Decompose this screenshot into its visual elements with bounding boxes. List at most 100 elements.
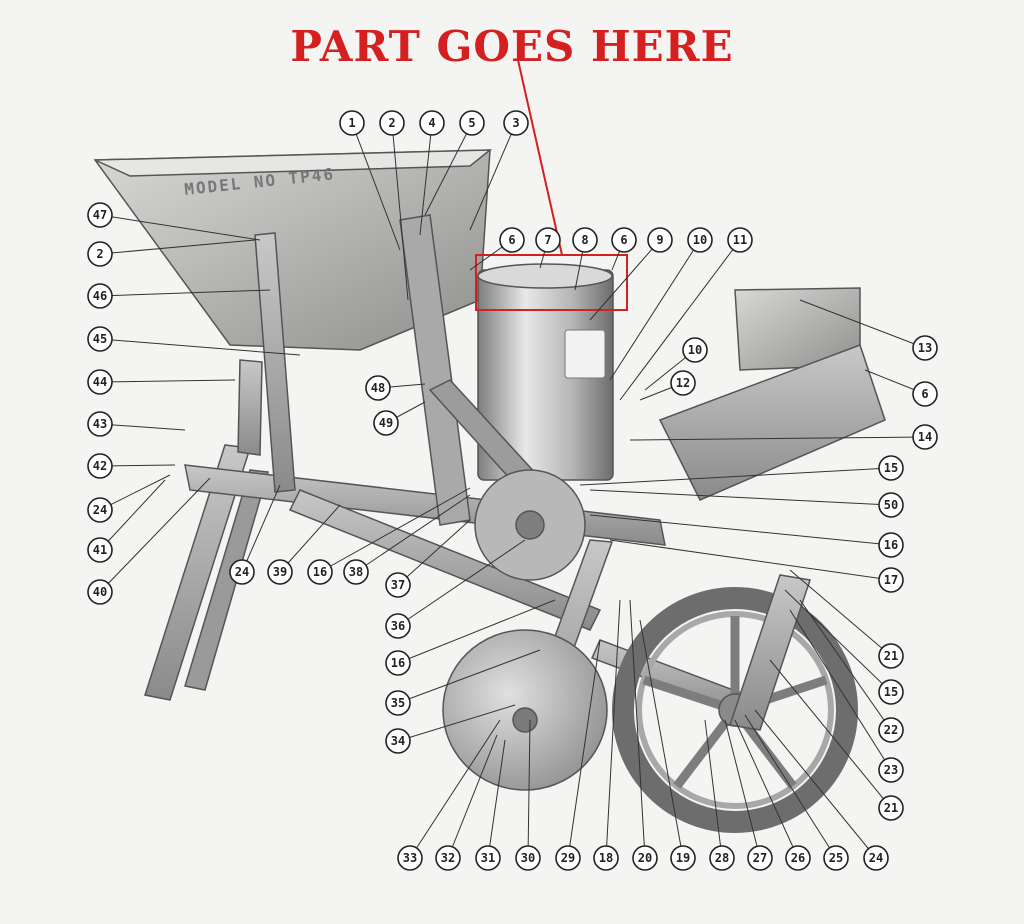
press-wheel-rim xyxy=(636,611,834,809)
leader-line xyxy=(487,739,506,859)
callout-circle xyxy=(670,845,696,871)
leader-line xyxy=(619,239,741,401)
callout-circle xyxy=(878,757,904,783)
leader-line xyxy=(397,519,471,586)
leader-line xyxy=(639,619,684,859)
leader-line xyxy=(99,479,166,551)
leader-line xyxy=(355,494,471,573)
part-callout-26: 26 xyxy=(785,845,811,871)
callout-number: 21 xyxy=(884,649,898,663)
callout-number: 16 xyxy=(313,565,327,579)
callout-number: 6 xyxy=(921,387,928,401)
callout-number: 43 xyxy=(93,417,107,431)
fertilizer-can-top xyxy=(477,263,613,289)
callout-number: 21 xyxy=(884,801,898,815)
callout-number: 26 xyxy=(791,851,805,865)
leader-line xyxy=(447,734,498,859)
callout-number: 24 xyxy=(235,565,249,579)
leader-line xyxy=(567,639,601,859)
callout-number: 40 xyxy=(93,585,107,599)
callout-number: 16 xyxy=(884,538,898,552)
seed-plate-hub xyxy=(515,510,545,540)
leader-line xyxy=(799,299,926,349)
callout-number: 15 xyxy=(884,685,898,699)
leader-line xyxy=(704,719,723,859)
part-callout-4: 4 xyxy=(419,110,445,136)
part-callout-45: 45 xyxy=(87,326,113,352)
part-callout-50: 50 xyxy=(878,492,904,518)
part-callout-33: 33 xyxy=(397,845,423,871)
part-callout-24: 24 xyxy=(87,497,113,523)
callout-circle xyxy=(878,567,904,593)
leader-line xyxy=(754,709,877,859)
part-callout-10: 10 xyxy=(687,227,713,253)
callout-circle xyxy=(682,337,708,363)
callout-circle xyxy=(593,845,619,871)
part-callout-16: 16 xyxy=(307,559,333,585)
part-callout-25: 25 xyxy=(823,845,849,871)
leader-line xyxy=(609,239,701,381)
part-pointer-line xyxy=(517,59,563,256)
leader-line xyxy=(397,539,526,627)
callout-circle xyxy=(912,335,938,361)
leader-line xyxy=(397,649,541,704)
part-callout-3: 3 xyxy=(503,110,529,136)
callout-number: 25 xyxy=(829,851,843,865)
callout-number: 10 xyxy=(693,233,707,247)
callout-number: 44 xyxy=(93,375,107,389)
callout-number: 2 xyxy=(96,247,103,261)
leader-line xyxy=(99,338,301,356)
leader-line xyxy=(279,504,341,573)
callout-number: 29 xyxy=(561,851,575,865)
callout-number: 2 xyxy=(388,116,395,130)
callout-number: 50 xyxy=(884,498,898,512)
leader-line xyxy=(579,467,892,486)
leader-line xyxy=(99,289,271,297)
callout-number: 33 xyxy=(403,851,417,865)
callout-circle xyxy=(878,679,904,705)
callout-number: 24 xyxy=(93,503,107,517)
part-callout-8: 8 xyxy=(572,227,598,253)
callout-circle xyxy=(647,227,673,253)
callout-circle xyxy=(555,845,581,871)
callout-circle xyxy=(503,110,529,136)
callout-circle xyxy=(499,227,525,253)
callout-circle xyxy=(87,202,113,228)
leader-line xyxy=(629,436,926,441)
callout-circle xyxy=(87,537,113,563)
callout-number: 38 xyxy=(349,565,363,579)
leader-line xyxy=(397,599,556,664)
callout-number: 4 xyxy=(428,116,435,130)
callout-number: 34 xyxy=(391,734,405,748)
callout-number: 7 xyxy=(544,233,551,247)
leader-line xyxy=(589,489,892,506)
callout-circle xyxy=(379,110,405,136)
part-callout-6: 6 xyxy=(499,227,525,253)
front-leg-2 xyxy=(184,469,269,691)
part-callout-43: 43 xyxy=(87,411,113,437)
callout-circle xyxy=(397,845,423,871)
callout-circle xyxy=(385,613,411,639)
leader-line xyxy=(99,239,256,255)
callout-circle xyxy=(747,845,773,871)
part-callout-21: 21 xyxy=(878,643,904,669)
leader-line xyxy=(589,514,892,546)
part-callout-6: 6 xyxy=(912,381,938,407)
callout-number: 1 xyxy=(348,116,355,130)
leader-line xyxy=(99,379,236,383)
part-callout-10: 10 xyxy=(682,337,708,363)
callout-circle xyxy=(339,110,365,136)
callout-circle xyxy=(87,241,113,267)
part-callout-22: 22 xyxy=(878,717,904,743)
press-wheel xyxy=(612,587,858,833)
part-callout-41: 41 xyxy=(87,537,113,563)
callout-number: 28 xyxy=(715,851,729,865)
callout-number: 41 xyxy=(93,543,107,557)
leader-line xyxy=(409,719,501,859)
callout-circle xyxy=(878,795,904,821)
callout-circle xyxy=(611,227,637,253)
leader-line xyxy=(391,122,409,301)
callout-number: 24 xyxy=(869,851,883,865)
